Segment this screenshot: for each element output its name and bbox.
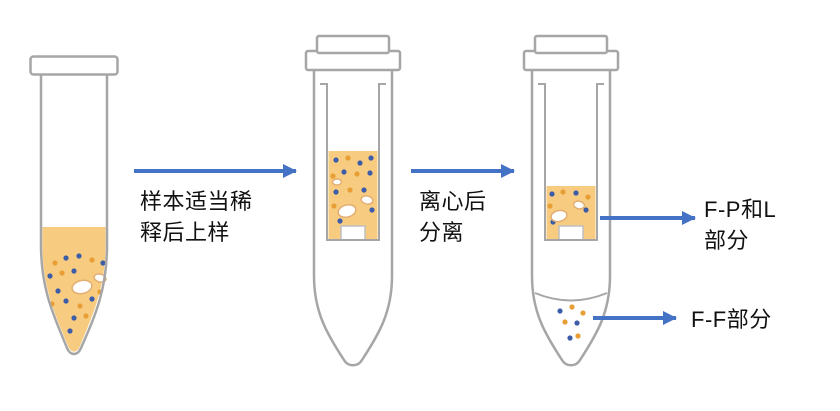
insert-particles <box>547 189 591 225</box>
particle-dot <box>583 207 589 213</box>
particle-dot <box>76 253 82 259</box>
particle-dot <box>100 260 106 266</box>
particle-dot <box>77 303 83 309</box>
particle-dot <box>331 203 337 209</box>
filter-frit <box>340 225 366 241</box>
particle-dot <box>347 187 353 193</box>
particle-dot <box>547 203 553 209</box>
particle-dot <box>567 335 573 341</box>
particle-dot <box>369 207 375 213</box>
particle-dot <box>562 319 568 325</box>
particle-oval <box>337 204 357 218</box>
particle-dot <box>549 191 555 197</box>
insert-liquid <box>328 151 378 239</box>
particle-dot <box>585 194 591 200</box>
particle-dot <box>89 257 95 263</box>
insert-walls <box>320 83 386 241</box>
bottom-liquid-meniscus <box>534 292 608 302</box>
particle-oval <box>550 209 568 223</box>
particle-oval <box>331 178 343 186</box>
particle-dot <box>71 268 77 274</box>
tube-body-outline <box>39 74 109 356</box>
particle-dot <box>560 189 566 195</box>
particle-dot <box>354 171 360 177</box>
particle-dot <box>63 255 69 261</box>
particle-oval <box>572 200 586 210</box>
step-1-label-line1: 样本适当稀 <box>140 189 253 214</box>
tube-cap-top <box>533 34 609 55</box>
particle-dot <box>333 189 339 195</box>
particle-dot <box>574 320 580 326</box>
particle-dot <box>367 170 373 176</box>
tube-cap-top <box>315 34 391 55</box>
particle-dot <box>573 190 579 196</box>
particle-dot <box>557 308 563 314</box>
particle-dot <box>368 155 374 161</box>
particle-dot <box>341 169 347 175</box>
particle-dot <box>71 315 77 321</box>
flow-through-particles <box>557 304 586 341</box>
step-1-label: 样本适当稀 释后上样 <box>140 186 253 248</box>
particle-dot <box>337 218 343 224</box>
particle-oval <box>71 279 93 295</box>
particle-dot <box>357 160 363 166</box>
particle-dot <box>333 157 339 163</box>
ff-fraction-label: F-F部分 <box>691 304 772 335</box>
filter-frit <box>558 225 584 241</box>
tube-body-outline <box>530 70 612 367</box>
particle-dot <box>361 187 367 193</box>
particle-dot <box>575 333 581 339</box>
sample-tube <box>29 55 119 356</box>
particle-dot <box>55 288 61 294</box>
filter-tube-loaded <box>304 34 402 367</box>
particle-dot <box>67 328 73 334</box>
step-2-label-line2: 分离 <box>419 220 465 245</box>
particle-dot <box>345 155 351 161</box>
particle-dot <box>330 173 336 179</box>
particle-dot <box>63 298 69 304</box>
particle-oval <box>360 195 374 205</box>
fpl-fraction-label: F-P和L 部分 <box>704 194 776 256</box>
filter-insert-outline <box>538 83 604 241</box>
filter-tube-separated <box>522 34 620 367</box>
particle-dot <box>89 296 95 302</box>
tube-rim <box>29 55 119 76</box>
particle-dot <box>47 273 53 279</box>
fpl-fraction-label-line2: 部分 <box>704 228 750 253</box>
particle-dot <box>52 260 58 266</box>
insert-particles <box>330 155 375 224</box>
ff-fraction-label-line1: F-F部分 <box>691 307 772 332</box>
filter-insert-outline <box>320 83 386 241</box>
particle-dot <box>580 310 586 316</box>
tube-body-outline <box>312 70 394 367</box>
step-1-label-line2: 释后上样 <box>140 220 231 245</box>
particle-dot <box>59 270 65 276</box>
particle-dot <box>569 304 575 310</box>
fpl-fraction-label-line1: F-P和L <box>704 197 777 222</box>
particle-dot <box>83 313 89 319</box>
step-2-label-line1: 离心后 <box>419 189 487 214</box>
insert-walls <box>538 83 604 241</box>
step-2-label: 离心后 分离 <box>419 186 487 248</box>
